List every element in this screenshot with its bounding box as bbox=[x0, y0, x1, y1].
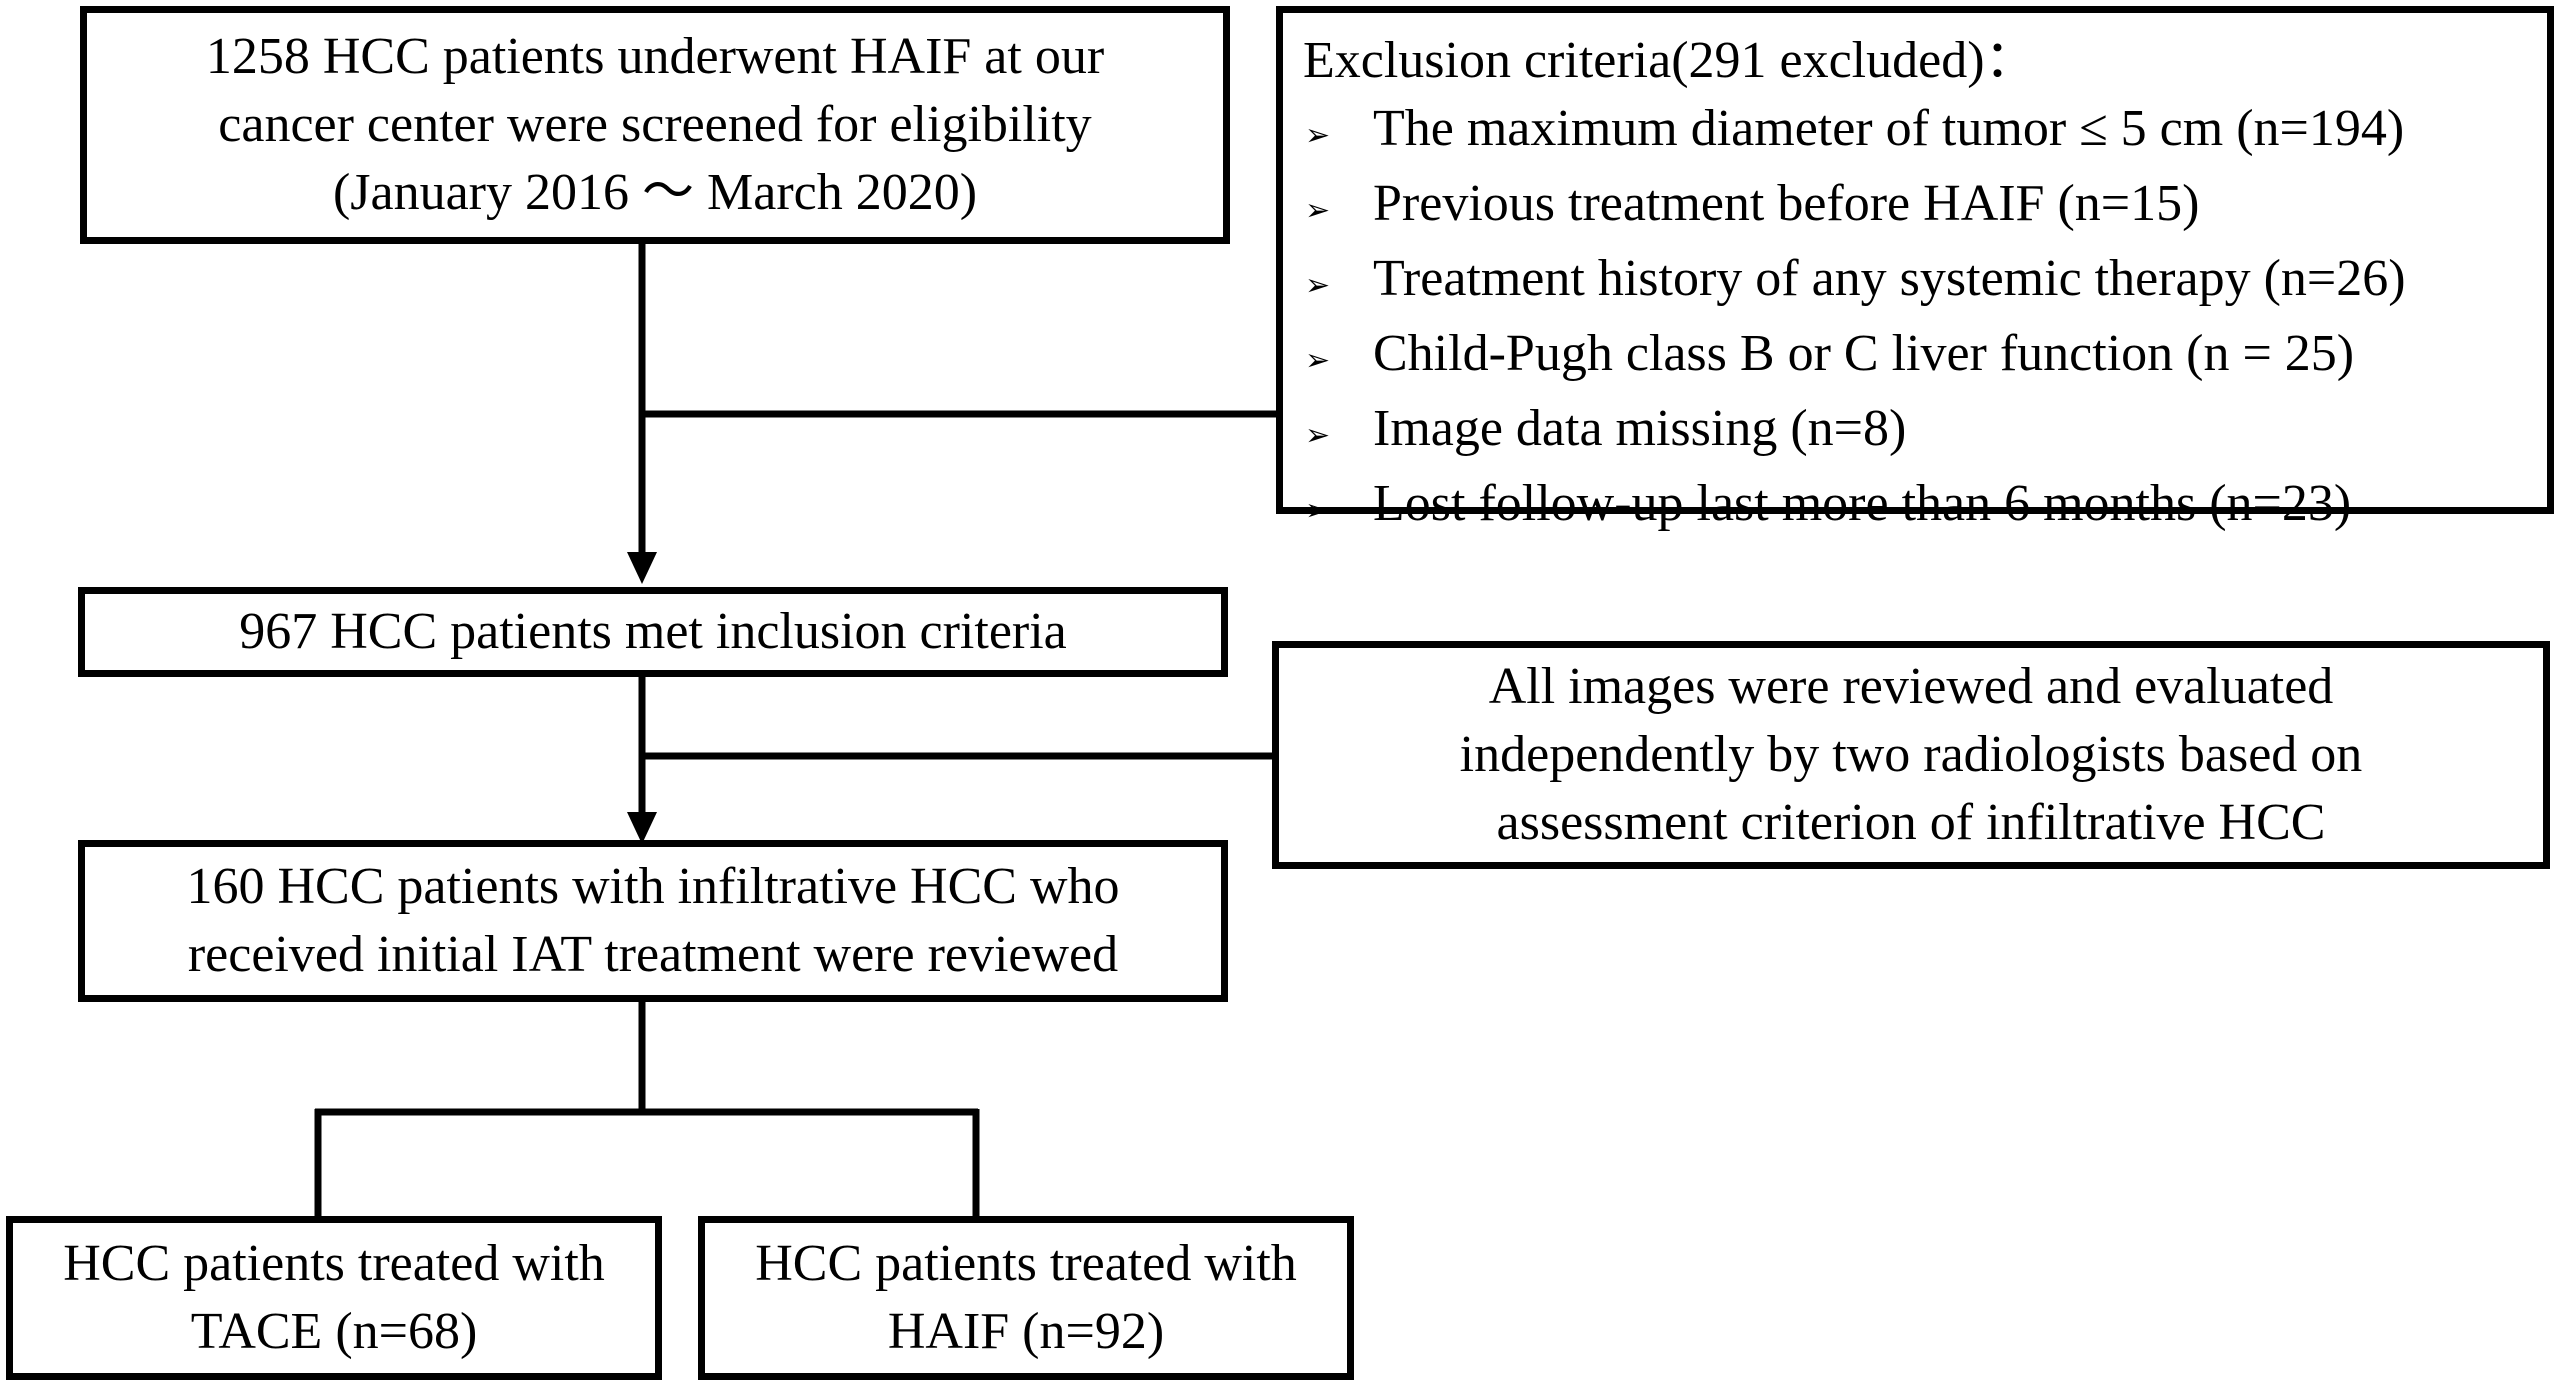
exclusion-title: Exclusion criteria(291 excluded)： bbox=[1303, 32, 2037, 89]
tace-box: HCC patients treated with TACE (n=68) bbox=[6, 1216, 662, 1380]
exclusion-criteria-box: Exclusion criteria(291 excluded)： ➢ The … bbox=[1276, 6, 2554, 532]
exclusion-item-text: Previous treatment before HAIF (n=15) bbox=[1373, 175, 2200, 232]
exclusion-item-text: Child-Pugh class B or C liver function (… bbox=[1373, 325, 2355, 382]
exclusion-item-text: Treatment history of any systemic therap… bbox=[1373, 250, 2406, 307]
tace-line-2: TACE (n=68) bbox=[190, 1303, 478, 1360]
exclusion-item-text: Image data missing (n=8) bbox=[1373, 400, 1907, 457]
infiltrative-box: 160 HCC patients with infiltrative HCC w… bbox=[78, 840, 1228, 1002]
tace-line-1: HCC patients treated with bbox=[63, 1235, 605, 1292]
exclusion-item-text: Lost follow-up last more than 6 months (… bbox=[1373, 475, 2352, 532]
haif-box: HCC patients treated with HAIF (n=92) bbox=[698, 1216, 1354, 1380]
bullet-arrow-icon: ➢ bbox=[1305, 494, 1331, 527]
exclusion-item: ➢ Child-Pugh class B or C liver function… bbox=[1303, 320, 2547, 395]
bullet-arrow-icon: ➢ bbox=[1305, 344, 1331, 377]
review-line-2: independently by two radiologists based … bbox=[1459, 726, 2363, 783]
infiltrative-line-1: 160 HCC patients with infiltrative HCC w… bbox=[186, 858, 1120, 915]
review-line-1: All images were reviewed and evaluated bbox=[1488, 658, 2334, 715]
haif-line-2: HAIF (n=92) bbox=[887, 1303, 1165, 1360]
bullet-arrow-icon: ➢ bbox=[1305, 119, 1331, 152]
exclusion-item: ➢ Previous treatment before HAIF (n=15) bbox=[1303, 170, 2547, 245]
screening-line-1: 1258 HCC patients underwent HAIF at our bbox=[205, 28, 1105, 85]
review-line-3: assessment criterion of infiltrative HCC bbox=[1496, 794, 2326, 851]
inclusion-box: 967 HCC patients met inclusion criteria bbox=[78, 587, 1228, 677]
exclusion-item-text: The maximum diameter of tumor ≤ 5 cm (n=… bbox=[1373, 100, 2405, 157]
screening-line-3: (January 2016 ～ March 2020) bbox=[332, 164, 978, 221]
bullet-arrow-icon: ➢ bbox=[1305, 269, 1331, 302]
arrowhead-to-infiltrative bbox=[627, 812, 657, 844]
exclusion-item: ➢ Image data missing (n=8) bbox=[1303, 395, 2547, 470]
exclusion-item: ➢ Treatment history of any systemic ther… bbox=[1303, 245, 2547, 320]
infiltrative-line-2: received initial IAT treatment were revi… bbox=[187, 926, 1119, 983]
screening-line-2: cancer center were screened for eligibil… bbox=[218, 96, 1092, 153]
bullet-arrow-icon: ➢ bbox=[1305, 419, 1331, 452]
bullet-arrow-icon: ➢ bbox=[1305, 194, 1331, 227]
inclusion-line-1: 967 HCC patients met inclusion criteria bbox=[239, 603, 1067, 660]
review-box: All images were reviewed and evaluated i… bbox=[1272, 641, 2550, 869]
exclusion-item: ➢ The maximum diameter of tumor ≤ 5 cm (… bbox=[1303, 95, 2547, 170]
arrowhead-to-inclusion bbox=[627, 552, 657, 584]
screening-box: 1258 HCC patients underwent HAIF at our … bbox=[80, 6, 1230, 244]
exclusion-item: ➢ Lost follow-up last more than 6 months… bbox=[1303, 470, 2547, 545]
haif-line-1: HCC patients treated with bbox=[755, 1235, 1297, 1292]
